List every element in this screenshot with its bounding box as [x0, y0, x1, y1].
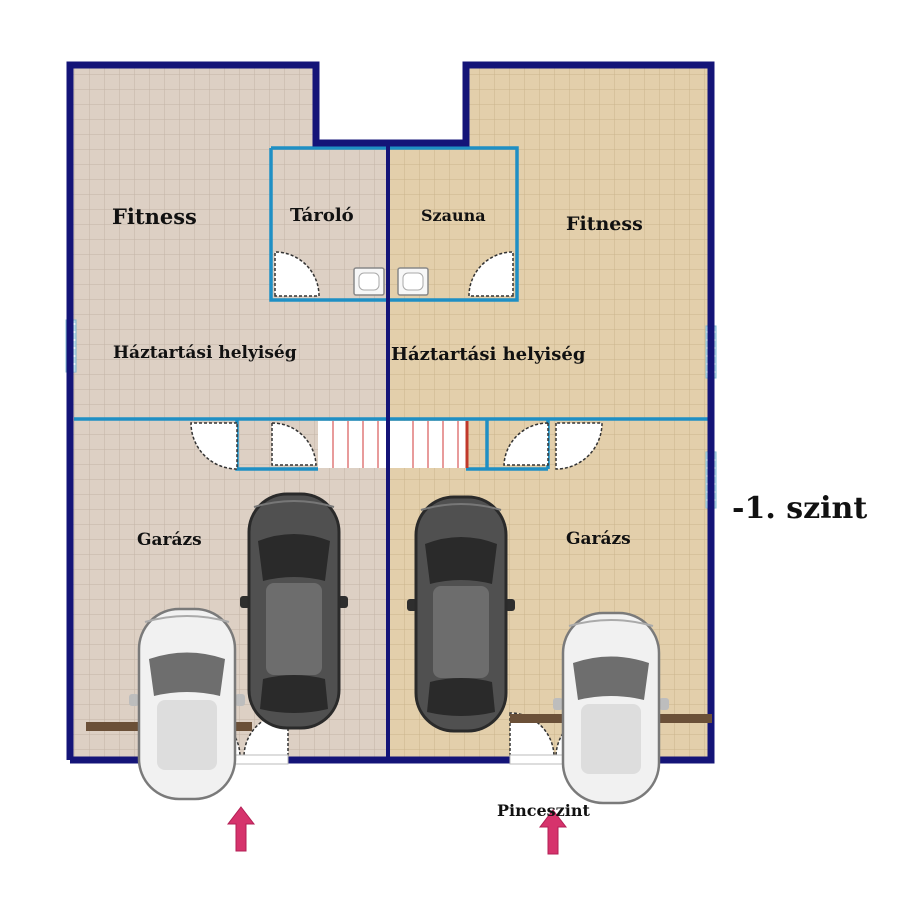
room-label-fitness-left: Fitness — [112, 204, 197, 229]
level-label: -1. szint — [732, 491, 867, 526]
room-label-sauna: Szauna — [421, 206, 486, 225]
stairs-icon — [318, 421, 469, 468]
washbasin-icon — [353, 267, 429, 296]
room-label-utility-right: Háztartási helyiség — [391, 344, 586, 365]
floor-caption: Pinceszint — [497, 801, 590, 820]
room-label-utility-left: Háztartási helyiség — [113, 343, 297, 363]
room-label-fitness-right: Fitness — [566, 213, 643, 235]
room-label-garage-right: Garázs — [566, 529, 631, 549]
room-label-garage-left: Garázs — [137, 530, 202, 550]
room-label-storage: Tároló — [290, 205, 354, 226]
outer-walls — [66, 61, 715, 764]
